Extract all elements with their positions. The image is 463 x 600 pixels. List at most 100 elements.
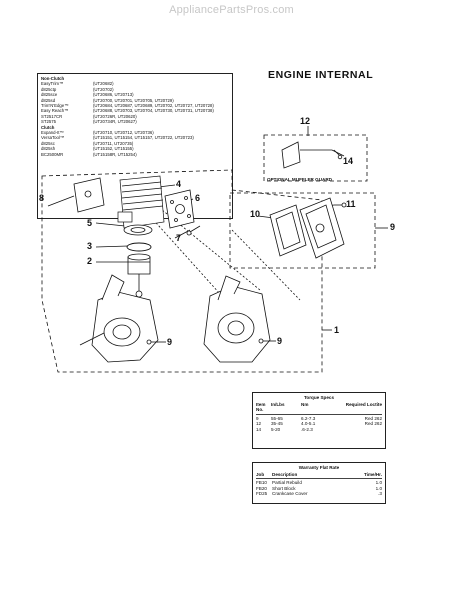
warranty-header-job: Job xyxy=(256,471,265,477)
torque-cell: 9 xyxy=(256,415,259,421)
torque-title: Torque Specs xyxy=(303,395,335,400)
warranty-cell: 1.0 xyxy=(375,485,382,491)
warranty-row: FD25 Crankcase Cover .3 xyxy=(256,491,382,497)
callout-4: 4 xyxy=(176,179,182,189)
part-13-muffler-guard xyxy=(281,141,332,169)
callout-5: 5 xyxy=(87,218,93,228)
callout-12: 11 xyxy=(346,199,356,209)
model-name: ST2517CR xyxy=(41,113,63,119)
muffler-group-frame xyxy=(229,192,376,269)
model-numbers: (UT15158R, UT15254) xyxy=(93,151,137,157)
part-3-piston-ring xyxy=(126,242,152,252)
model-row: BC2500MR (UT15158R, UT15254) xyxy=(41,152,229,157)
model-row: VersaTool™ (UT15151, UT15154, UT15157, UT… xyxy=(41,135,229,140)
part-9-screw xyxy=(146,338,270,345)
warranty-header-description: Description xyxy=(272,471,298,477)
model-name: BC2500MR xyxy=(41,151,64,157)
model-numbers: (UT20710, UT20712, UT20736) xyxy=(93,130,154,136)
model-numbers: (UT20686, UT20713) xyxy=(93,92,134,98)
torque-cell: 6.2-7.3 xyxy=(301,415,316,421)
part-11-muffler-gasket xyxy=(269,204,307,257)
callout-3: 3 xyxy=(87,241,93,251)
muffler-guard-label: OPTIONAL MUFFLER GUARD xyxy=(267,177,332,182)
model-numbers: (UT15151, UT15154, UT15157, UT20722, UT2… xyxy=(93,135,194,141)
model-name: d825sh xyxy=(41,146,56,152)
callout-7: 7 xyxy=(176,233,182,243)
part-6-gasket xyxy=(164,189,195,229)
part-12-screw xyxy=(334,202,347,208)
model-name: EasyTrim™ xyxy=(41,81,64,87)
model-row: Expand-It™(UT20710, UT20712, UT20736) xyxy=(41,130,229,135)
model-heading-clutch: Clutch xyxy=(41,124,55,130)
diagram-title: ENGINE INTERNAL xyxy=(268,69,374,81)
model-row: Easy Reach™ (UT20688, UT20703, UT20704, U… xyxy=(41,108,229,113)
callout-10: 9 xyxy=(390,222,396,232)
part-8-intake-plate xyxy=(73,177,105,213)
torque-specs-table: Torque Specs Item No. In/Lbs Nm Required… xyxy=(252,392,386,449)
model-numbers: (UT20726R, UT20620) xyxy=(93,113,137,119)
part-14-screw xyxy=(333,149,343,160)
torque-cell xyxy=(341,427,382,433)
callout-6: 6 xyxy=(195,193,201,203)
warranty-cell: .3 xyxy=(378,491,382,497)
warranty-header-row: Job Description Time/Hr. xyxy=(256,472,382,478)
model-name: d825ctp xyxy=(41,86,57,92)
part-1-crankcase-right xyxy=(203,275,271,363)
callout-2: 2 xyxy=(87,256,93,266)
torque-cell: Red 262 xyxy=(364,421,382,427)
torque-header-row: Item No. In/Lbs Nm Required Loctite xyxy=(256,402,382,413)
model-list-box: Non-Clutch EasyTrim™(UT20682)d825ctp(UT2… xyxy=(37,73,233,219)
torque-row: 14 5-20 .6-2.3 xyxy=(256,427,382,433)
callout-9-right: 9 xyxy=(277,336,283,346)
model-row: Trim'N'Edge™(UT20684, UT20687, UT20689, … xyxy=(41,103,229,108)
warranty-cell: Partial Rebuild xyxy=(272,480,302,486)
callout-9-left: 9 xyxy=(167,337,173,347)
model-numbers: (UT20702) xyxy=(93,86,114,92)
model-name: Easy Reach™ xyxy=(41,108,69,114)
model-numbers: (UT20682) xyxy=(93,81,114,87)
torque-cell: 4.0-5.1 xyxy=(301,421,316,427)
assembly-frame xyxy=(41,169,323,373)
warranty-cell: Crankcase Cover xyxy=(272,491,308,497)
model-row: d825ctp (UT20702) xyxy=(41,87,229,92)
model-row: d825sh(UT15152, UT15155) xyxy=(41,146,229,151)
part-4-cylinder xyxy=(117,175,165,229)
torque-cell: 14 xyxy=(256,426,262,432)
torque-cell: Red 262 xyxy=(364,415,382,421)
model-numbers: (UT20700, UT20701, UT20705, UT20729) xyxy=(93,97,174,103)
callout-8: 8 xyxy=(39,193,45,203)
part-2-piston xyxy=(127,253,151,298)
model-numbers: (UT20734R, UT20627) xyxy=(93,119,137,125)
model-name: d825sd xyxy=(41,97,56,103)
callout-11: 10 xyxy=(250,209,261,219)
model-numbers: (UT20711, UT20735) xyxy=(93,140,134,146)
torque-cell: 55-65 xyxy=(271,415,283,421)
part-10-muffler xyxy=(299,197,345,259)
callout-13: 12 xyxy=(300,116,311,126)
callout-14: 14 xyxy=(343,156,354,166)
model-row: d825sce(UT20686, UT20713) xyxy=(41,92,229,97)
model-name: d825sc xyxy=(41,140,55,146)
torque-cell: 35-45 xyxy=(271,421,283,427)
model-row: d825sc (UT20711, UT20735) xyxy=(41,141,229,146)
torque-cell: .6-2.3 xyxy=(301,426,313,432)
warranty-cell: Short Block xyxy=(272,485,296,491)
part-1-crankcase-left xyxy=(79,274,159,363)
model-name: VersaTool™ xyxy=(41,135,65,141)
watermark: AppliancePartsPros.com xyxy=(169,4,294,16)
warranty-cell: FD25 xyxy=(256,491,268,497)
warranty-title: Warranty Flat Rate xyxy=(298,465,340,470)
warranty-cell: FB10 xyxy=(256,480,267,486)
part-5-base-gasket xyxy=(123,224,153,236)
model-numbers: (UT20688, UT20703, UT20704, UT20730, UT2… xyxy=(93,108,214,114)
warranty-cell: FB20 xyxy=(256,485,267,491)
model-row: ST2517CR (UT20726R, UT20620) xyxy=(41,114,229,119)
warranty-row: FB20 Short Block 1.0 xyxy=(256,486,382,492)
torque-cell: 5-20 xyxy=(271,426,281,432)
model-numbers: (UT20684, UT20687, UT20689, UT20702, UT2… xyxy=(93,103,214,109)
callout-1: 1 xyxy=(334,325,340,335)
torque-row: 9 55-65 6.2-7.3 Red 262 xyxy=(256,416,382,422)
